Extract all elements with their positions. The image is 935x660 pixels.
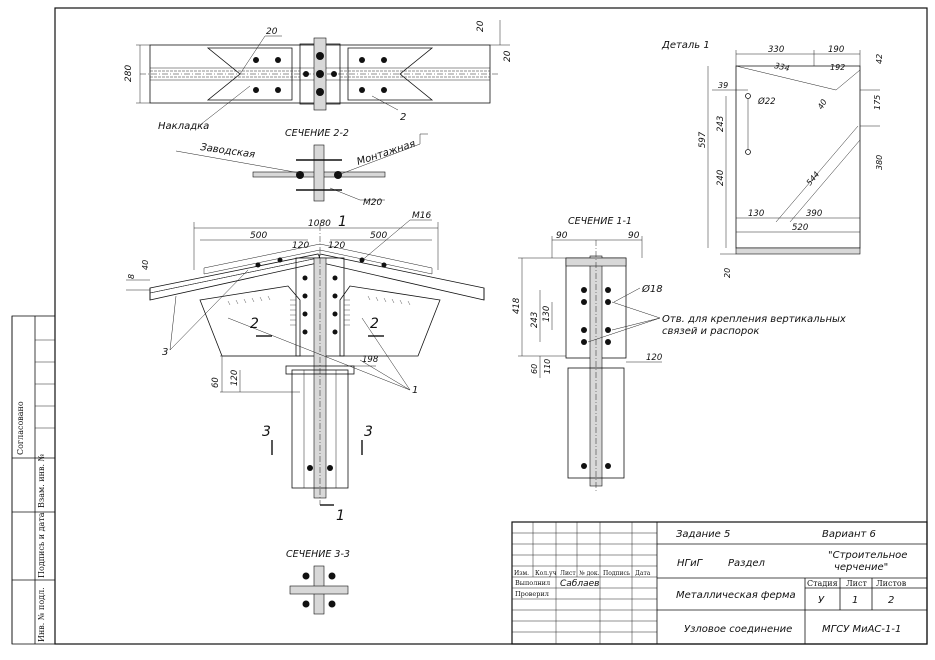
dim-39: 39 bbox=[718, 81, 728, 90]
dim-60: 60 bbox=[530, 364, 539, 374]
dim-243: 243 bbox=[530, 312, 540, 328]
note-holes-line1: Отв. для крепления вертикальных bbox=[662, 314, 846, 325]
dim-d22: Ø22 bbox=[757, 96, 776, 107]
label-1: 1 bbox=[412, 385, 418, 396]
dim-20-top: 20 bbox=[476, 20, 486, 32]
sheet-value: 1 bbox=[852, 595, 858, 606]
section-2-2: СЕЧЕНИЕ 2-2 Заводская Монтажная М20 bbox=[175, 128, 428, 208]
section-name-1: "Строительное bbox=[828, 550, 907, 561]
col-ndok: № док. bbox=[579, 570, 600, 577]
dim-120-v: 120 bbox=[230, 370, 240, 386]
dim-192: 192 bbox=[830, 63, 845, 72]
doc-code: МГСУ МиАС-1-1 bbox=[822, 624, 901, 635]
dim-520: 520 bbox=[792, 223, 808, 233]
dim-280: 280 bbox=[124, 65, 134, 82]
col-koluch: Кол.уч bbox=[535, 570, 557, 577]
leader-20: 20 bbox=[266, 27, 278, 37]
stage-label: Стадия bbox=[807, 579, 838, 588]
stage-value: У bbox=[818, 595, 825, 606]
section-name-2: черчение" bbox=[834, 562, 888, 573]
org-label: НГиГ bbox=[677, 558, 704, 569]
dim-380: 380 bbox=[875, 155, 884, 170]
dim-42: 42 bbox=[875, 54, 884, 64]
dim-20: 20 bbox=[723, 268, 732, 278]
label-m20: М20 bbox=[363, 198, 382, 208]
dim-418: 418 bbox=[512, 297, 522, 314]
section-1-1-title: СЕЧЕНИЕ 1-1 bbox=[568, 216, 632, 227]
sheet-name: Узловое соединение bbox=[684, 624, 792, 635]
dim-198: 198 bbox=[362, 355, 379, 365]
dim-90-right: 90 bbox=[628, 231, 640, 241]
dim-40: 40 bbox=[141, 260, 150, 270]
dim-334: 334 bbox=[774, 61, 791, 73]
dim-500-right: 500 bbox=[370, 231, 387, 241]
cut-mark-3-right: 3 bbox=[364, 424, 373, 440]
dim-130: 130 bbox=[542, 306, 552, 322]
front-view: 1080 1 500 500 120 120 М16 bbox=[126, 211, 485, 524]
sheet-frame bbox=[54, 7, 928, 645]
cut-mark-1-bottom: 1 bbox=[336, 508, 345, 524]
label-m16: М16 bbox=[412, 211, 431, 221]
detail-1-title: Деталь 1 bbox=[661, 40, 710, 51]
dim-544: 544 bbox=[805, 170, 822, 187]
side-stamp: Согласовано Взам. инв. № Подпись и дата … bbox=[11, 315, 56, 645]
col-data: Дата bbox=[635, 570, 651, 577]
sheet-label: Лист bbox=[846, 579, 867, 588]
author-name: Саблаев bbox=[560, 579, 599, 589]
sheets-label: Листов bbox=[876, 579, 907, 588]
cut-mark-2-right: 2 bbox=[370, 316, 379, 332]
dim-175: 175 bbox=[873, 95, 882, 110]
dim-110: 110 bbox=[543, 359, 552, 374]
dim-330: 330 bbox=[768, 45, 784, 55]
dim-240: 240 bbox=[716, 170, 726, 186]
dim-90-left: 90 bbox=[556, 231, 568, 241]
task-label: Задание 5 bbox=[676, 529, 730, 540]
cut-mark-2-left: 2 bbox=[250, 316, 259, 332]
section-2-2-title: СЕЧЕНИЕ 2-2 bbox=[285, 128, 349, 139]
dim-40: 40 bbox=[816, 98, 829, 111]
cut-mark-1-top: 1 bbox=[338, 214, 347, 230]
dim-597: 597 bbox=[698, 131, 708, 148]
row-vypolnil: Выполнил bbox=[515, 579, 550, 587]
dim-8: 8 bbox=[127, 274, 136, 279]
dim-500-left: 500 bbox=[250, 231, 267, 241]
cut-mark-3-left: 3 bbox=[262, 424, 271, 440]
detail-1: Деталь 1 330 190 42 334 192 39 Ø22 40 17… bbox=[661, 40, 884, 278]
note-holes-line2: связей и распорок bbox=[662, 326, 759, 337]
label-2: 2 bbox=[400, 112, 406, 123]
stamp-inv-original: Инв. № подл. bbox=[37, 587, 46, 642]
dim-60: 60 bbox=[211, 377, 221, 388]
label-site: Монтажная bbox=[356, 139, 417, 168]
dim-190: 190 bbox=[828, 45, 844, 55]
dim-120-left: 120 bbox=[292, 241, 309, 251]
section-1-1: СЕЧЕНИЕ 1-1 90 90 418 243 130 60 110 120 bbox=[512, 216, 846, 492]
variant-label: Вариант 6 bbox=[822, 529, 876, 540]
object-name: Металлическая ферма bbox=[676, 590, 796, 601]
label-3: 3 bbox=[162, 347, 168, 358]
col-podpis: Подпись bbox=[603, 570, 631, 577]
label-d18: Ø18 bbox=[641, 283, 663, 295]
dim-1080: 1080 bbox=[308, 219, 331, 229]
dim-120-right: 120 bbox=[328, 241, 345, 251]
col-izm: Изм. bbox=[514, 570, 529, 577]
dim-243: 243 bbox=[716, 116, 726, 132]
top-view: 280 20 20 20 Накладка 2 bbox=[124, 20, 513, 132]
sheets-value: 2 bbox=[888, 595, 894, 606]
section-3-3-title: СЕЧЕНИЕ 3-3 bbox=[286, 549, 350, 560]
section-label: Раздел bbox=[728, 558, 766, 569]
dim-20-right: 20 bbox=[503, 50, 513, 62]
stamp-sign-date: Подпись и дата bbox=[37, 512, 46, 578]
dim-130: 130 bbox=[748, 209, 764, 219]
row-proveril: Проверил bbox=[515, 590, 549, 598]
label-factory: Заводская bbox=[200, 142, 256, 161]
label-nakladka: Накладка bbox=[158, 121, 209, 132]
col-list: Лист bbox=[560, 570, 576, 577]
stamp-agreed: Согласовано bbox=[16, 401, 25, 455]
title-block: Изм. Кол.уч Лист № док. Подпись Дата Вып… bbox=[511, 521, 928, 645]
section-3-3: СЕЧЕНИЕ 3-3 bbox=[286, 549, 350, 615]
dim-120: 120 bbox=[646, 353, 662, 363]
stamp-inv-replaced: Взам. инв. № bbox=[37, 454, 46, 508]
dim-390: 390 bbox=[806, 209, 822, 219]
